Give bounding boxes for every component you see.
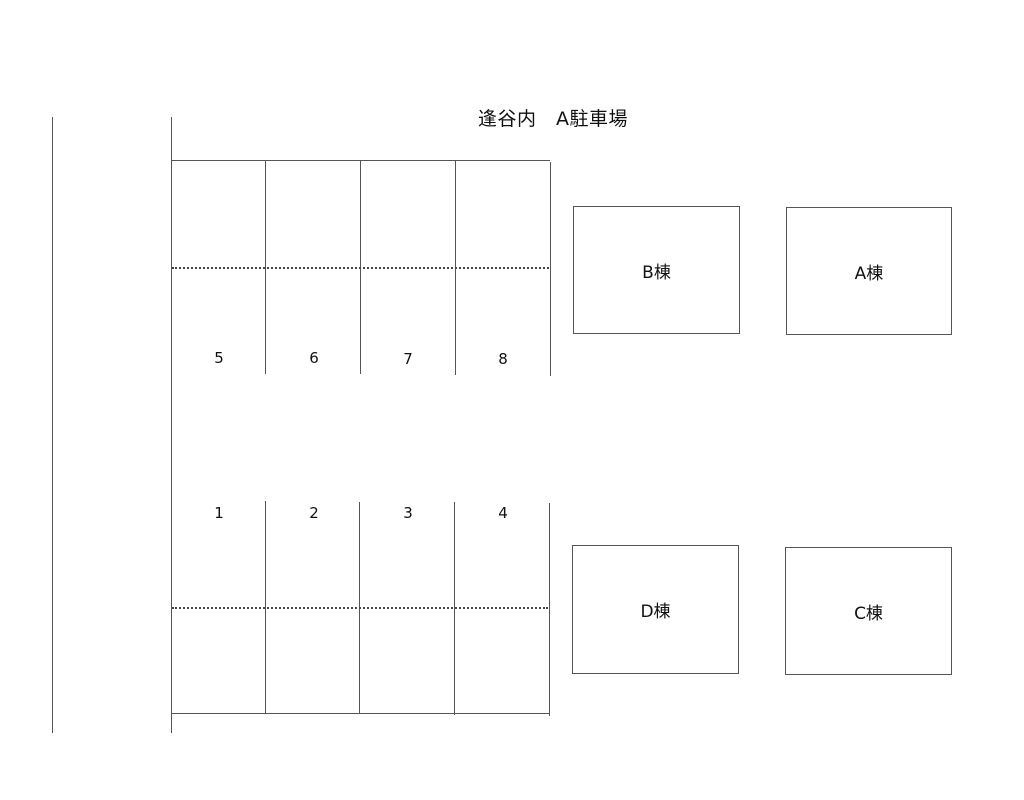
building-b-label: B棟 [642, 262, 671, 283]
building-a: A棟 [786, 207, 952, 335]
building-d: D棟 [572, 545, 739, 674]
road-edge-line [52, 117, 53, 733]
building-b: B棟 [573, 206, 740, 334]
building-c-label: C棟 [854, 603, 883, 624]
bottom-row-dotted-line [172, 607, 548, 609]
stall-4[interactable]: 4 [498, 504, 508, 522]
map-title: 逢谷内 A駐車場 [478, 108, 628, 130]
building-d-label: D棟 [640, 602, 671, 622]
stall-5[interactable]: 5 [214, 349, 224, 367]
stall-3[interactable]: 3 [403, 504, 413, 522]
top-row-back-line [171, 160, 550, 161]
parking-boundary-line [171, 117, 172, 733]
building-c: C棟 [785, 547, 952, 675]
stall-divider [550, 162, 551, 376]
top-row-dotted-line [172, 267, 549, 269]
stall-divider [549, 503, 550, 716]
bottom-row-back-line [171, 713, 550, 714]
stall-1[interactable]: 1 [214, 504, 224, 522]
stall-8[interactable]: 8 [498, 350, 508, 368]
building-a-label: A棟 [854, 263, 884, 284]
stall-2[interactable]: 2 [309, 504, 319, 522]
stall-7[interactable]: 7 [403, 350, 413, 368]
stall-6[interactable]: 6 [309, 349, 319, 367]
